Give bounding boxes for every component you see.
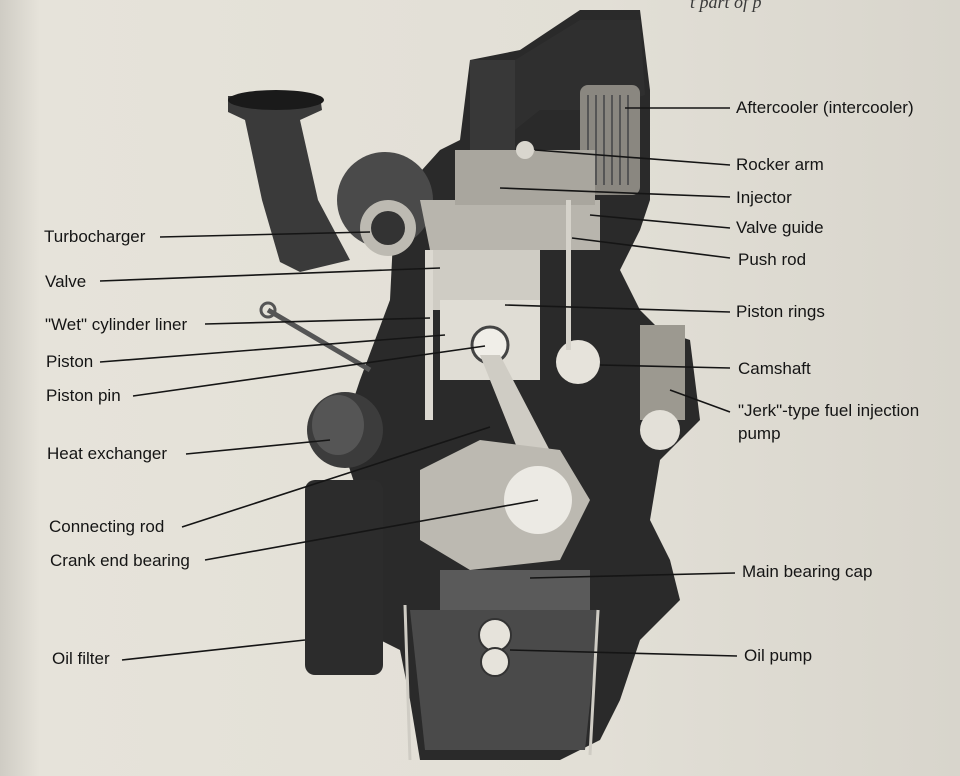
dipstick-ring [259, 301, 277, 319]
label-wet-liner: "Wet" cylinder liner [45, 315, 188, 334]
leader-oil-filter [121, 639, 306, 661]
label-rocker-arm: Rocker arm [736, 155, 824, 174]
turbo-elbow-opening [228, 90, 324, 110]
leader-lines [99, 107, 738, 661]
oil-pan [410, 610, 600, 750]
leader-push-rod [571, 237, 731, 259]
label-jerk-pump-line2: pump [738, 424, 781, 443]
cylinder-head [420, 200, 600, 250]
leader-crank-end-bearing [204, 499, 539, 561]
label-jerk-pump-line1: "Jerk"-type fuel injection [738, 401, 920, 420]
leader-valve [99, 267, 441, 282]
engine-illustration [228, 10, 700, 761]
label-valve-guide: Valve guide [736, 218, 824, 237]
label-crank-end-bearing: Crank end bearing [50, 551, 190, 570]
leader-rocker-arm [534, 149, 731, 166]
leader-oil-pump [509, 649, 738, 657]
label-main-bearing-cap: Main bearing cap [742, 562, 873, 581]
header-text-fragment: t part of p [690, 0, 762, 12]
leader-main-bearing-cap [529, 572, 736, 579]
fuel-pump-body [640, 325, 685, 420]
label-push-rod: Push rod [738, 250, 807, 269]
leader-valve-guide [589, 214, 731, 229]
label-piston: Piston [46, 352, 94, 371]
oil-pump-gear-top [478, 618, 512, 652]
oil-pan-outline [403, 604, 600, 761]
heat-exchanger-face [312, 395, 364, 455]
label-oil-pump: Oil pump [744, 646, 813, 665]
label-piston-rings: Piston rings [736, 302, 825, 321]
leader-piston [99, 334, 446, 363]
crankcase [440, 570, 590, 610]
oil-pump-gear-bottom [480, 647, 510, 677]
leader-camshaft [599, 364, 731, 369]
leader-turbocharger [159, 231, 371, 238]
label-oil-filter: Oil filter [52, 649, 110, 668]
leader-wet-liner [204, 317, 431, 325]
label-turbocharger: Turbocharger [44, 227, 146, 246]
label-connecting-rod: Connecting rod [49, 517, 165, 536]
push-rod [566, 200, 571, 350]
oil-filter [305, 480, 383, 675]
label-heat-exchanger: Heat exchanger [47, 444, 168, 463]
dipstick [266, 307, 372, 373]
label-camshaft: Camshaft [738, 359, 811, 378]
leader-jerk-pump [669, 389, 731, 413]
leader-connecting-rod [181, 426, 491, 528]
leader-heat-exchanger [185, 439, 331, 455]
label-valve: Valve [45, 272, 87, 291]
camshaft [556, 340, 600, 384]
label-piston-pin: Piston pin [46, 386, 121, 405]
leader-injector [499, 187, 731, 198]
turbo-inlet-hole [371, 211, 405, 245]
leader-piston-rings [504, 304, 731, 313]
rocker-box [455, 150, 595, 205]
label-aftercooler: Aftercooler (intercooler) [736, 98, 914, 117]
label-injector: Injector [736, 188, 792, 207]
turbo-elbow [228, 96, 350, 272]
rocker-pivot [516, 141, 534, 159]
cylinder-liner-wall [425, 250, 433, 420]
fuel-pump-cam [640, 410, 680, 450]
leader-piston-pin [132, 345, 486, 397]
